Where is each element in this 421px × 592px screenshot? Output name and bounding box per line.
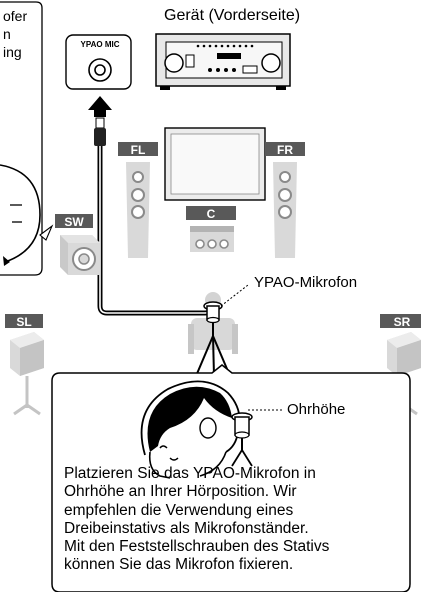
rotation-illustration [0, 164, 41, 263]
microphone-icon [231, 412, 253, 467]
arrow-up-icon [88, 96, 112, 117]
svg-text:SR: SR [394, 315, 411, 329]
front-left-speaker [126, 162, 150, 258]
svg-text:SL: SL [16, 315, 31, 329]
rotation-arrow-icon [3, 256, 10, 266]
speaker-badge-sw: SW [55, 214, 93, 229]
volume-knob-icon [261, 53, 281, 73]
instruction-line: empfehlen die Verwendung eines [64, 501, 294, 519]
mic-leader-line [220, 284, 249, 307]
cropped-text-line-1: ofer [3, 8, 28, 24]
speaker-badge-fr: FR [265, 142, 305, 157]
ear-height-label: Ohrhöhe [287, 401, 346, 418]
speaker-badge-fl: FL [118, 142, 158, 157]
ypao-microphone-tripod [195, 301, 231, 377]
instruction-line: Ohrhöhe an Ihrer Hörposition. Wir [64, 483, 297, 501]
svg-text:C: C [207, 207, 216, 221]
mic-plug-icon [94, 128, 106, 146]
instruction-line: Mit den Feststellschrauben des Stativs [64, 538, 330, 556]
svg-text:FR: FR [277, 143, 293, 157]
svg-text:SW: SW [64, 215, 84, 229]
cropped-text-line-3: ing [3, 44, 22, 60]
av-receiver [155, 33, 291, 90]
ypao-mic-port [65, 34, 132, 90]
cropped-text-line-2: n [3, 26, 11, 42]
tv-screen [164, 127, 266, 201]
microphone-label: YPAO-Mikrofon [254, 274, 358, 291]
subwoofer [60, 235, 100, 275]
device-front-label: Gerät (Vorderseite) [164, 7, 301, 24]
instruction-line: können Sie das Mikrofon fixieren. [64, 556, 294, 574]
input-knob-icon [164, 53, 184, 73]
mic-port-label: YPAO MIC [80, 40, 120, 49]
head-illustration [140, 380, 241, 479]
speaker-badge-sr: SR [380, 314, 421, 329]
ear-icon [199, 417, 217, 439]
surround-left-speaker [10, 332, 44, 416]
instruction-line: Platzieren Sie das YPAO-Mikrofon in [64, 465, 316, 482]
instruction-text: Platzieren Sie das YPAO-Mikrofon in Ohrh… [64, 465, 409, 575]
speaker-badge-sl: SL [5, 314, 43, 329]
svg-text:FL: FL [131, 143, 146, 157]
speaker-badge-c: C [186, 206, 236, 221]
callout-pointer [39, 224, 54, 241]
front-right-speaker [273, 162, 297, 258]
center-speaker [190, 226, 234, 252]
cropped-info-box [0, 1, 43, 276]
instruction-line: Dreibeinstativs als Mikrofonständer. [64, 519, 309, 537]
